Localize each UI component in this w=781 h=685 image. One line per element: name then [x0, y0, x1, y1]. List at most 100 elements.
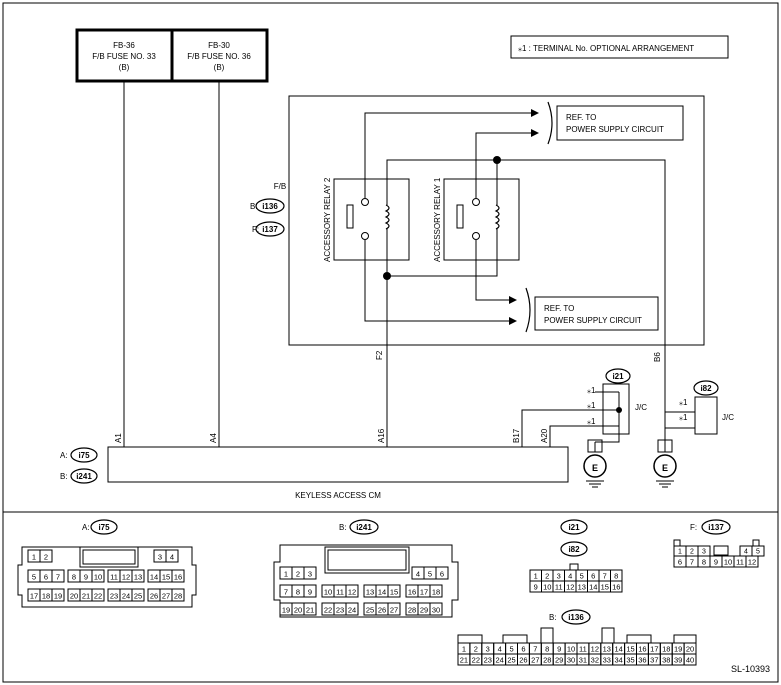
connector-pin-number: 6 [440, 570, 444, 579]
fuse-33-id: FB-36 [113, 41, 135, 50]
fuse-block-box [288, 95, 705, 346]
connector-pin-number: 33 [603, 656, 611, 665]
terminal-note-text: ⁎1 : TERMINAL No. OPTIONAL ARRANGEMENT [518, 44, 694, 53]
wire-label-a20: A20 [540, 428, 549, 443]
connector-pin-number: 18 [432, 588, 440, 597]
wire-label-a1: A1 [114, 433, 123, 443]
connector-pin-number: 37 [650, 656, 658, 665]
connector-pin-number: 9 [84, 573, 88, 582]
connector-pin-number: 11 [336, 588, 344, 597]
relay-1-coil [494, 204, 500, 230]
conn-b136-title: B: [549, 613, 557, 622]
connector-pin-number: 40 [686, 656, 694, 665]
wire-label-f2: F2 [375, 350, 384, 360]
connector-pin-number: 10 [724, 558, 732, 567]
fb-conn-b: i136 [262, 202, 278, 211]
ground-1: E [583, 439, 607, 488]
connector-pin-number: 15 [390, 588, 398, 597]
connector-pin-number: 17 [420, 588, 428, 597]
connector-pin [745, 555, 759, 568]
connector-pin-number: 30 [432, 606, 440, 615]
connector-pin-number: 35 [626, 656, 634, 665]
connector-pin-number: 7 [56, 573, 60, 582]
connector-pin [303, 566, 317, 580]
connector-pin [131, 588, 145, 602]
connector-pin-number: 4 [170, 553, 174, 562]
connector-pin-number: 17 [30, 592, 38, 601]
cm-conn-b: i241 [76, 472, 92, 481]
conn-a-title: A: [82, 523, 90, 532]
relay-2-coil [384, 204, 390, 230]
ground-1-label: E [592, 463, 598, 473]
connector-pin-number: 23 [484, 656, 492, 665]
connector-pin-number: 11 [736, 558, 744, 567]
connector-pin-number: 29 [555, 656, 563, 665]
connector-pin [429, 602, 443, 616]
connector-pin-number: 13 [578, 583, 586, 592]
fuse-33-name: F/B FUSE NO. 33 [92, 52, 156, 61]
connector-pin-number: 9 [714, 558, 718, 567]
connector-pin-number: 6 [678, 558, 682, 567]
jc2-star-1: ⁎1 [679, 398, 688, 407]
fb-conn-f: i137 [262, 225, 278, 234]
connector-pin-number: 2 [545, 572, 549, 581]
connector-pin-number: 13 [134, 573, 142, 582]
connector-pin-number: 24 [348, 606, 356, 615]
connector-pin-number: 7 [533, 645, 537, 654]
conn-b-name: i241 [356, 523, 372, 532]
connector-pin-number: 36 [638, 656, 646, 665]
cm-title: KEYLESS ACCESS CM [295, 491, 381, 500]
conn-f-title: F: [690, 523, 697, 532]
connector-pin-number: 7 [603, 572, 607, 581]
connector-pin-number: 39 [674, 656, 682, 665]
fuse-36-id: FB-30 [208, 41, 230, 50]
connector-pin-number: 16 [638, 645, 646, 654]
connector-pin-number: 27 [531, 656, 539, 665]
relay-1-label: ACCESSORY RELAY 1 [433, 177, 442, 262]
connector-pin-number: 1 [284, 570, 288, 579]
connector-pin [39, 549, 53, 563]
fb-conn-f-badge [255, 221, 285, 237]
connector-pin-number: 28 [543, 656, 551, 665]
jc1-star-1: ⁎1 [587, 386, 596, 395]
connector-pin-number: 17 [650, 645, 658, 654]
connector-pin-number: 24 [495, 656, 503, 665]
connector-pin-number: 1 [678, 549, 682, 556]
connector-pin-number: 32 [591, 656, 599, 665]
connector-pin-number: 24 [122, 592, 130, 601]
ref-top-line2: POWER SUPPLY CIRCUIT [566, 125, 664, 134]
connector-pin-number: 4 [568, 572, 572, 581]
connector-pin-number: 19 [282, 606, 290, 615]
connector-pin-number: 4 [416, 570, 420, 579]
connector-pin-number: 16 [174, 573, 182, 582]
connector-pin-number: 28 [174, 592, 182, 601]
connector-pin [91, 569, 105, 583]
connector-pin-number: 3 [702, 549, 706, 556]
connector-pin-number: 15 [626, 645, 634, 654]
fb-conn-b-prefix: B: [250, 202, 258, 211]
connector-pin-number: 5 [32, 573, 36, 582]
fb-conn-b-badge [255, 198, 285, 214]
connector-pin-number: 14 [614, 645, 622, 654]
connector-pin-number: 12 [591, 645, 599, 654]
connector-pin-number: 10 [324, 588, 332, 597]
connector-pin-number: 9 [534, 583, 538, 592]
connector-pin-number: 1 [462, 645, 466, 654]
connector-pin-number: 3 [557, 572, 561, 581]
connector-pin-number: 20 [686, 645, 694, 654]
connector-pin [91, 588, 105, 602]
connector-pin-number: 2 [474, 645, 478, 654]
connector-pin-number: 27 [390, 606, 398, 615]
connector-pin-number: 16 [612, 583, 620, 592]
connector-pin-number: 25 [366, 606, 374, 615]
connector-pin-number: 9 [308, 588, 312, 597]
conn-f-name: i137 [708, 523, 724, 532]
fb-title: F/B [274, 182, 286, 191]
connector-pin-number: 12 [566, 583, 574, 592]
terminal-note: ⁎1 : TERMINAL No. OPTIONAL ARRANGEMENT [510, 35, 729, 59]
connector-pin [171, 569, 185, 583]
connector-pin [171, 588, 185, 602]
ref-top-line1: REF. TO [566, 113, 596, 122]
